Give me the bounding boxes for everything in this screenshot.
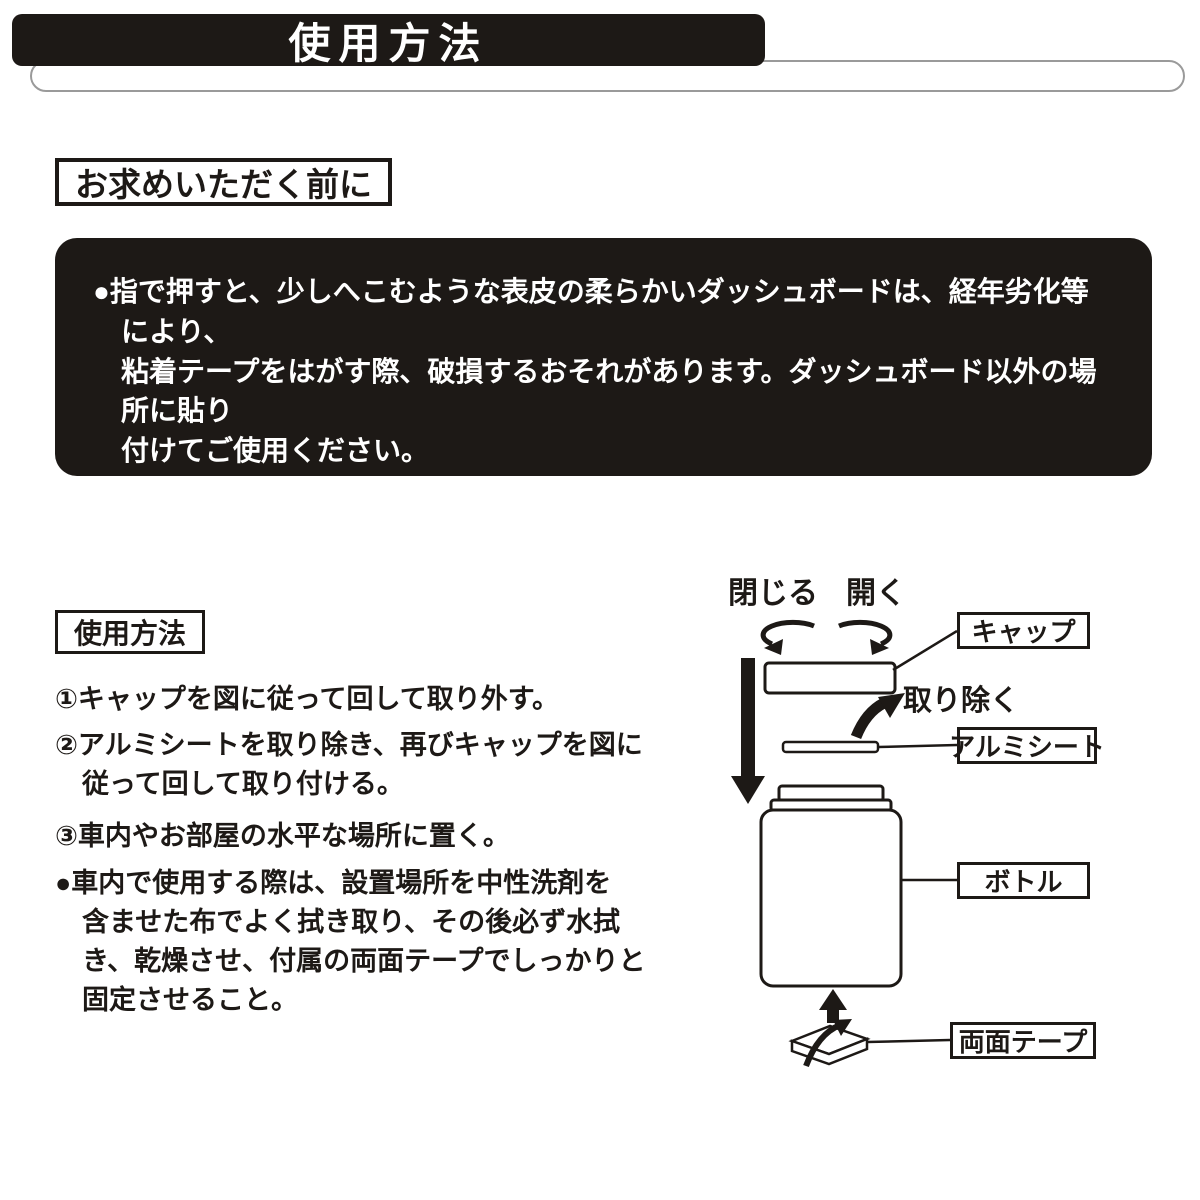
- sheet-connector-line: [877, 743, 958, 749]
- double-sided-tape-label: 両面テープ: [958, 1027, 1088, 1057]
- rotate-close-arrow: [760, 619, 815, 647]
- rotate-open-arrowhead: [870, 639, 889, 655]
- up-arrow-shaft: [827, 1010, 839, 1023]
- down-arrow-head: [731, 776, 765, 804]
- tape-front-face: [790, 1037, 869, 1066]
- bottle-label: ボトル: [984, 867, 1063, 897]
- usage-heading-label: 使用方法: [74, 618, 187, 649]
- cap-shape: [763, 661, 897, 695]
- warning-text: ●指で押すと、少しへこむような表皮の柔らかいダッシュボードは、経年劣化等により、…: [93, 276, 1097, 466]
- usage-step-4: ●車内で使用する際は、設置場所を中性洗剤を 含ませた布でよく拭き取り、その後必ず…: [55, 868, 646, 1016]
- remove-label: 取り除く: [903, 685, 1020, 717]
- usage-step-2: ②アルミシートを取り除き、再びキャップを図に 従って回して取り付ける。: [55, 730, 643, 800]
- bottle-label-box: ボトル: [957, 862, 1090, 899]
- cap-label: キャップ: [971, 617, 1076, 647]
- warning-panel: ●指で押すと、少しへこむような表皮の柔らかいダッシュボードは、経年劣化等により、…: [55, 238, 1152, 476]
- pre-purchase-heading-label: お求めいただく前に: [75, 166, 372, 203]
- usage-heading: 使用方法: [55, 610, 206, 654]
- cap-connector-line: [892, 629, 958, 672]
- rotate-open-arrow: [838, 619, 893, 647]
- up-arrow-head: [819, 989, 847, 1010]
- aluminum-sheet-label-box: アルミシート: [949, 727, 1105, 764]
- aluminum-sheet-label: アルミシート: [949, 732, 1105, 762]
- remove-arrowhead: [878, 693, 905, 718]
- page-title: 使用方法: [288, 19, 489, 67]
- down-arrow-shaft: [741, 658, 755, 776]
- open-direction-label: 開く: [846, 577, 906, 610]
- tape-peel-arrowhead: [833, 1019, 852, 1036]
- aluminum-sheet-shape: [781, 740, 880, 754]
- cap-label-box: キャップ: [957, 612, 1090, 649]
- remove-arrow: [850, 698, 887, 740]
- close-direction-label: 閉じる: [728, 577, 818, 610]
- tape-connector-line: [866, 1038, 951, 1044]
- pre-purchase-heading: お求めいただく前に: [55, 158, 392, 206]
- usage-step-3: ③車内やお部屋の水平な場所に置く。: [55, 821, 510, 851]
- rotate-close-arrowhead: [764, 639, 783, 655]
- bottle-shape: [759, 808, 903, 988]
- header-bar: 使用方法: [12, 14, 765, 67]
- usage-step-1: ①キャップを図に従って回して取り外す。: [55, 684, 559, 714]
- double-sided-tape-label-box: 両面テープ: [950, 1022, 1096, 1059]
